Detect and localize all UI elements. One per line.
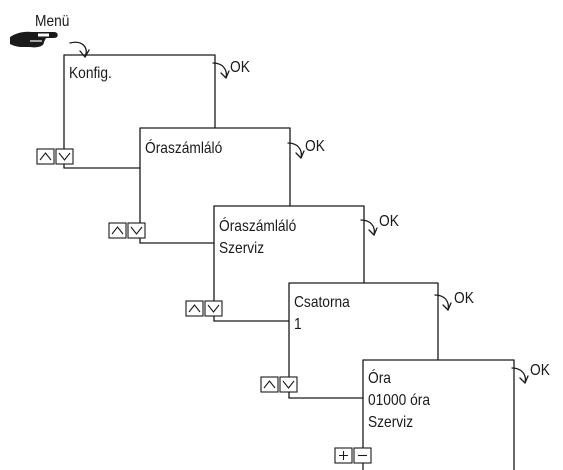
ok-arrow-4	[434, 294, 452, 311]
ok-arrow-2	[287, 142, 305, 159]
ok-label-4: OK	[454, 290, 474, 307]
down-arrow-key	[204, 300, 223, 317]
down-arrow-key	[55, 148, 74, 165]
up-arrow-key	[185, 300, 204, 317]
screen-1-line-1: Konfig.	[69, 65, 112, 82]
up-arrow-key	[108, 222, 127, 239]
menu-label: Menü	[35, 13, 70, 30]
screen-3-line-2: Szerviz	[219, 240, 265, 257]
minus-key	[353, 447, 372, 464]
screen-frame-2	[139, 127, 291, 244]
screen-5-line-2: 01000 óra	[368, 392, 430, 409]
screen-5-line-3: Szerviz	[368, 414, 414, 431]
ok-label-2: OK	[305, 138, 325, 155]
ok-label-5: OK	[530, 362, 550, 379]
up-arrow-key	[36, 148, 55, 165]
screen-frame-4	[288, 282, 439, 399]
down-arrow-key	[127, 222, 146, 239]
screen-4-line-1: Csatorna	[294, 294, 350, 311]
screen-frame-5	[362, 359, 515, 470]
screen-4-line-2: 1	[294, 316, 302, 333]
down-arrow-key	[279, 376, 298, 393]
hand-pointer-icon	[10, 31, 58, 48]
ok-label-1: OK	[230, 59, 250, 76]
screen-frame-3	[213, 205, 365, 322]
ok-arrow-1	[212, 62, 230, 79]
screen-3-line-1: Óraszámláló	[219, 218, 297, 235]
up-arrow-key	[260, 376, 279, 393]
ok-label-3: OK	[379, 213, 399, 230]
ok-arrow-3	[360, 219, 378, 236]
screen-2-line-1: Óraszámláló	[145, 140, 223, 157]
plus-key	[334, 447, 353, 464]
screen-5-line-1: Óra	[368, 370, 391, 387]
screen-frame-1	[63, 54, 216, 169]
ok-arrow-5	[511, 367, 529, 384]
